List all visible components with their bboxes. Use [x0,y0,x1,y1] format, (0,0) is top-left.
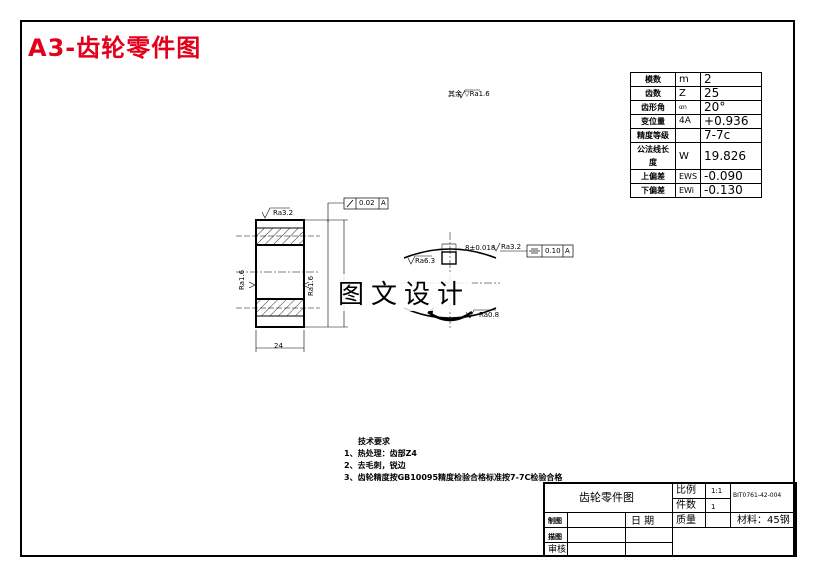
dimension-width: 24 [274,342,283,350]
quantity-label: 件数 [676,500,696,511]
table-row: 上偏差 EWS -0.090 [630,169,763,184]
title-block: 齿轮零件图 比例 1:1 件数 1 BIT0761-42-004 制图 描图 审… [543,482,797,557]
gear-parameter-table: 模数 m 2 齿数 Z 25 齿形角 αn 20° 变位量 4A +0.936 … [630,72,763,198]
technical-requirements: 技术要求 1、热处理：齿部Z4 2、去毛刺，锐边 3、齿轮精度按GB10095精… [344,436,562,484]
watermark-text: 图文设计 [336,274,473,311]
roughness-symbol [457,89,480,99]
keyway-width: 8±0.018 [465,244,496,252]
table-row: 精度等级 7-7c [630,128,763,143]
roughness-ra08: Ra0.8 [479,311,500,319]
table-row: 公法线长度 W 19.826 [630,142,763,170]
roughness-ra32-key: Ra3.2 [501,243,522,251]
section-view [236,197,389,352]
sheet-border [20,20,795,557]
part-name: 齿轮零件图 [579,491,634,504]
tech-item: 2、去毛刺，锐边 [344,461,406,470]
drawing-number: BIT0761-42-004 [733,492,782,499]
roughness-ra16-left: Ra1.6 [238,269,246,290]
draw-label: 制图 [548,517,562,525]
roughness-ra16-inner: Ra1.6 [307,275,315,296]
table-row: 齿形角 αn 20° [630,100,763,115]
roughness-ra63: Ra6.3 [415,257,436,265]
scale-value: 1:1 [711,487,723,495]
review-label: 审核 [548,545,567,555]
table-row: 齿数 Z 25 [630,86,763,101]
table-row: 模数 m 2 [630,72,763,87]
symmetry-value: 0.10 [545,247,561,255]
general-roughness: 其余 ▽Ra1.6 [448,90,490,98]
date-label: 日 期 [631,516,655,527]
tech-item: 3、齿轮精度按GB10095精度检验合格标准按7-7C检验合格 [344,473,563,482]
check-label: 描图 [548,533,562,541]
page-title: A3-齿轮零件图 [28,34,202,62]
runout-value: 0.02 [359,199,375,207]
mass-label: 质量 [676,515,696,526]
symmetry-datum: A [565,247,570,255]
tech-title: 技术要求 [358,437,390,446]
tech-item: 1、热处理：齿部Z4 [344,449,417,458]
table-row: 变位量 4A +0.936 [630,114,763,129]
material-label: 材料：45钢 [737,515,790,526]
runout-datum: A [381,199,386,207]
table-row: 下偏差 EWi -0.130 [630,183,763,198]
quantity-value: 1 [711,503,716,511]
scale-label: 比例 [676,485,696,496]
roughness-ra32-top: Ra3.2 [273,209,294,217]
